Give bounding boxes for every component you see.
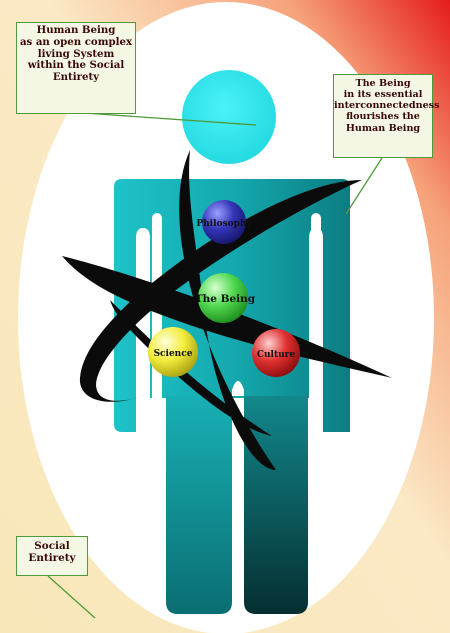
callout-line: Entirety <box>17 552 87 564</box>
left-leg <box>166 396 232 614</box>
human-being-callout: Human Being as an open complex living Sy… <box>16 22 136 114</box>
callout-line: flourishes the <box>334 111 432 122</box>
right-arm-inner <box>311 213 321 403</box>
callout-line: The Being <box>334 78 432 89</box>
callout-line: Human Being <box>334 123 432 134</box>
culture-node: Culture <box>252 329 300 377</box>
callout-line: in its essential <box>334 89 432 100</box>
callout-line: as an open complex <box>17 37 135 49</box>
social-entirety-callout: Social Entirety <box>16 536 88 576</box>
callout-line: Social <box>17 540 87 552</box>
the-being-label: The Being <box>195 293 256 305</box>
callout-line: interconnectedness <box>334 100 432 111</box>
human-head <box>182 70 276 164</box>
science-node: Science <box>148 327 198 377</box>
philosophy-label: Philosophy <box>196 219 252 229</box>
the-being-callout: The Being in its essential interconnecte… <box>333 74 433 158</box>
science-label: Science <box>154 349 193 359</box>
callout-line: Entirety <box>17 72 135 84</box>
culture-label: Culture <box>257 350 296 360</box>
